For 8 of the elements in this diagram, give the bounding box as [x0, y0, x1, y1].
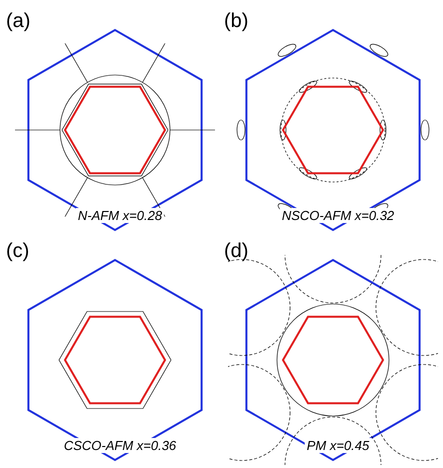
panel-caption: PM x=0.45 — [304, 438, 372, 453]
panel-caption: N-AFM x=0.28 — [76, 208, 164, 223]
panel-letter: (c) — [6, 240, 30, 263]
panel-caption: CSCO-AFM x=0.36 — [62, 438, 178, 453]
panel-letter: (d) — [224, 240, 248, 263]
panel-letter: (a) — [6, 10, 30, 33]
panel-letter: (b) — [224, 10, 248, 33]
panel-caption: NSCO-AFM x=0.32 — [280, 208, 396, 223]
